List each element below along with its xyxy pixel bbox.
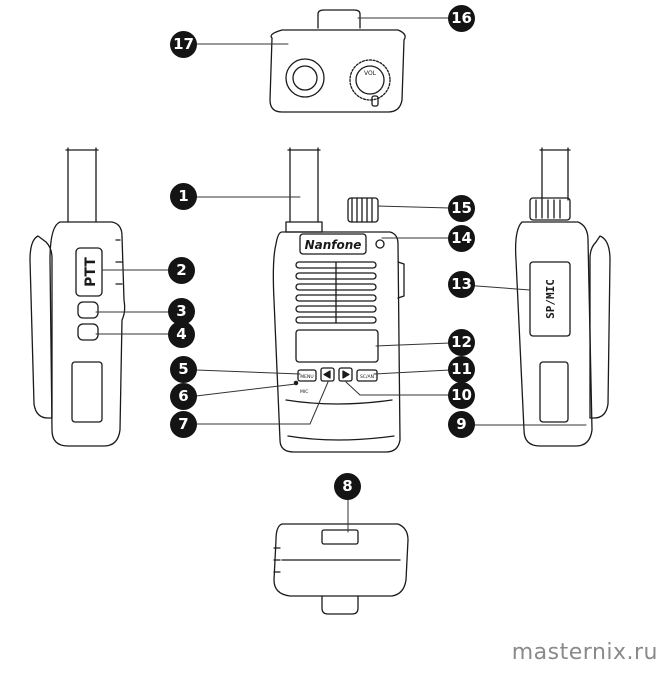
brand-plate <box>299 233 367 255</box>
front-body <box>272 231 401 453</box>
top-antenna-jack <box>285 58 325 98</box>
right-side-view: SP/MIC <box>514 147 611 447</box>
side-key-2[interactable] <box>77 323 99 341</box>
callout-8: 8 <box>334 473 361 500</box>
scan-key-label: SC/AN <box>360 374 374 380</box>
callout-17: 17 <box>170 31 197 58</box>
ptt-button[interactable] <box>75 247 103 297</box>
top-view: VOL <box>269 9 406 113</box>
callout-16: 16 <box>448 5 475 32</box>
top-antenna-base <box>317 9 361 29</box>
front-antenna <box>287 147 321 223</box>
callout-11: 11 <box>448 356 475 383</box>
callout-13: 13 <box>448 271 475 298</box>
callout-10: 10 <box>448 382 475 409</box>
sp-mic-cover[interactable] <box>529 261 571 337</box>
callout-15: 15 <box>448 195 475 222</box>
bottom-view <box>273 523 409 615</box>
volume-knob <box>349 59 391 101</box>
antenna-base <box>285 221 323 233</box>
right-antenna <box>539 147 571 201</box>
callout-4: 4 <box>168 321 195 348</box>
menu-key-label: MENU <box>300 374 313 380</box>
speaker-grille <box>295 261 377 324</box>
right-knob <box>529 197 571 221</box>
side-key-1[interactable] <box>77 301 99 319</box>
lcd-display <box>295 329 379 363</box>
front-view: Nanfone MENU SC/AN MIC <box>272 147 405 453</box>
scan-key[interactable] <box>356 369 378 382</box>
callout-9: 9 <box>448 411 475 438</box>
watermark-text: masternix.ru <box>511 640 658 665</box>
callout-14: 14 <box>448 225 475 252</box>
callout-7: 7 <box>170 411 197 438</box>
brand-label: Nanfone <box>305 238 362 252</box>
left-arrow-icon <box>323 370 331 379</box>
sp-mic-label: SP/MIC <box>544 279 557 319</box>
charging-contacts <box>321 529 359 545</box>
left-arrow-key[interactable] <box>320 367 335 382</box>
left-side-view: PTT <box>29 147 126 447</box>
right-belt-clip <box>589 235 611 419</box>
callout-2: 2 <box>168 257 195 284</box>
bottom-clip <box>321 595 359 615</box>
callout-5: 5 <box>170 356 197 383</box>
mic-label: MIC <box>300 389 308 395</box>
channel-knob <box>347 197 379 223</box>
bottom-body <box>273 523 409 597</box>
belt-clip <box>29 235 53 419</box>
callout-3: 3 <box>168 298 195 325</box>
leader-lines <box>95 17 587 533</box>
vol-label: VOL <box>364 70 377 77</box>
led-indicator <box>375 239 385 249</box>
callout-1: 1 <box>170 183 197 210</box>
right-arrow-key[interactable] <box>338 367 353 382</box>
menu-key[interactable] <box>297 369 317 382</box>
left-antenna <box>65 147 99 223</box>
ptt-label: PTT <box>83 257 99 287</box>
right-body <box>514 221 593 447</box>
callout-6: 6 <box>170 383 197 410</box>
top-view-body <box>269 29 406 113</box>
right-arrow-icon <box>342 370 350 379</box>
callout-12: 12 <box>448 329 475 356</box>
left-body <box>49 221 126 447</box>
